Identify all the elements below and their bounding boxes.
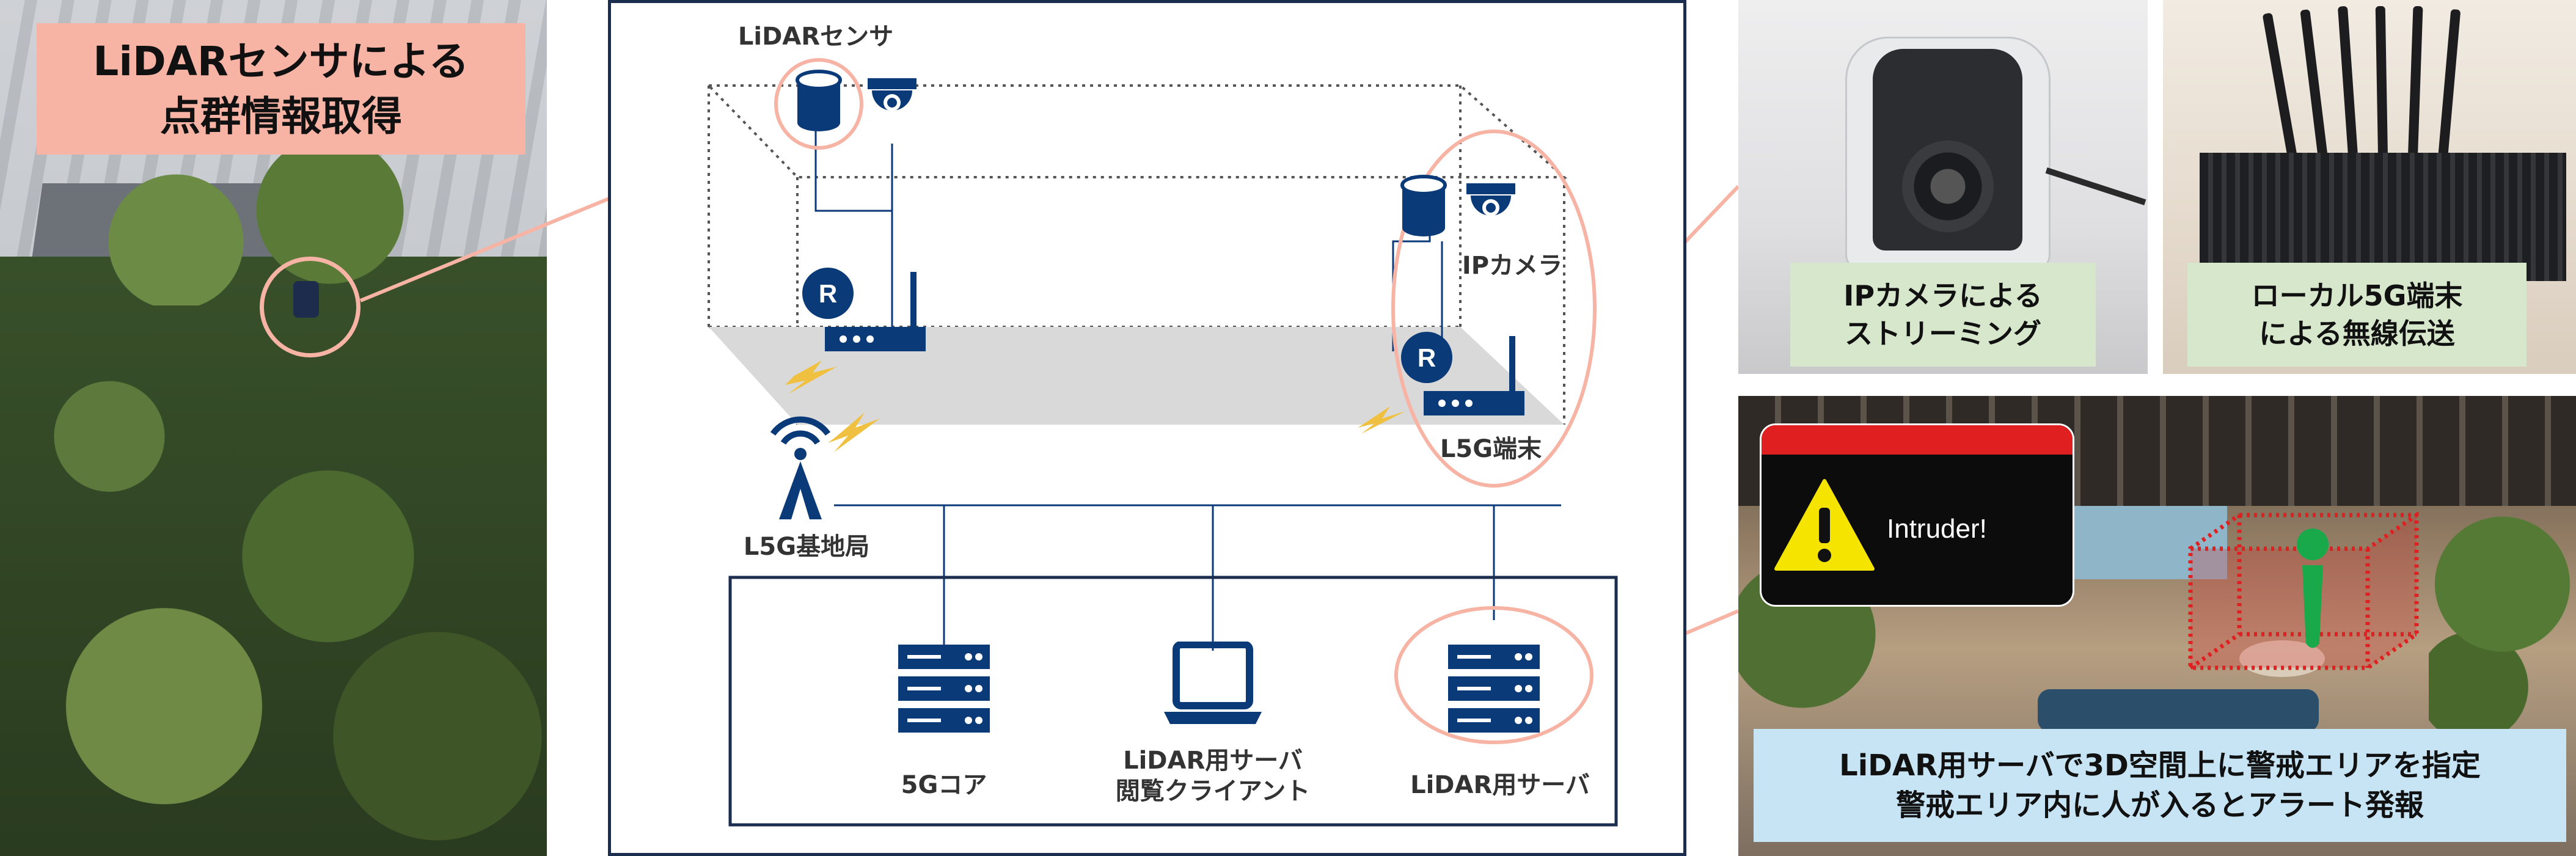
alert-caption: LiDAR用サーバで3D空間上に警戒エリアを指定 警戒エリア内に人が入るとアラー… xyxy=(1754,729,2566,842)
intruder-person-icon xyxy=(2297,529,2329,648)
signal-bolt xyxy=(828,412,880,452)
lidar-sensor-device xyxy=(293,281,319,318)
l5g-base-station-label: L5G基地局 xyxy=(743,533,870,561)
terminal-antenna xyxy=(2262,12,2300,171)
lidar-sensor-label: LiDARセンサ xyxy=(737,23,894,51)
router-icon: R xyxy=(802,268,926,351)
terminal-antenna xyxy=(2437,9,2461,169)
camera-lens xyxy=(1902,141,1994,232)
core-5g-label: 5Gコア xyxy=(901,771,987,799)
green-wall-top xyxy=(73,147,415,305)
svg-text:R: R xyxy=(1418,343,1436,372)
warning-icon xyxy=(1774,479,1875,571)
signal-bolt xyxy=(785,360,837,394)
ip-camera-caption: IPカメラによる ストリーミング xyxy=(1790,263,2096,367)
lidar-sensor-highlight xyxy=(260,257,360,357)
floor-plane xyxy=(709,327,1564,425)
lidar-server-label: LiDAR用サーバ xyxy=(1410,771,1590,799)
server-box xyxy=(728,576,1618,827)
alert-photo-panel: Intruder! LiDAR用サーバで3D空間上に警戒エリアを指定 警戒エリア… xyxy=(1738,396,2576,856)
l5g-terminal-photo-panel: ローカル5G端末 による無線伝送 xyxy=(2163,0,2576,374)
lidar-sensor-icon xyxy=(796,70,842,131)
terminal-antenna xyxy=(2375,5,2388,166)
l5g-terminal-circle xyxy=(1391,130,1597,488)
lidar-photo-caption: LiDARセンサによる 点群情報取得 xyxy=(37,23,525,155)
l5g-terminal-router-icon: R xyxy=(1401,332,1524,415)
terminal-antenna xyxy=(2337,5,2359,166)
signal-bolt xyxy=(1358,406,1405,434)
viewer-client-label: LiDAR用サーバ 閲覧クライアント xyxy=(1115,747,1311,805)
core-server-icon xyxy=(898,645,990,733)
terminal-antenna xyxy=(2300,9,2329,169)
network-diagram: LiDARセンサ R IPカメラ R L5G端末 L5G基地局 xyxy=(608,0,1686,856)
terminal-antenna xyxy=(2407,5,2423,166)
alert-zone xyxy=(2188,512,2419,670)
base-station-antenna-icon xyxy=(770,416,831,519)
lidar-sensor-circle xyxy=(774,58,863,150)
green-wall xyxy=(0,257,547,856)
lidar-sensor-icon-right xyxy=(1400,175,1447,236)
lidar-server-circle xyxy=(1394,606,1594,744)
lidar-server-icon xyxy=(1448,645,1540,733)
camera-cable xyxy=(2045,167,2146,206)
ip-camera-photo-panel: IPカメラによる ストリーミング xyxy=(1738,0,2148,374)
l5g-terminal-caption: ローカル5G端末 による無線伝送 xyxy=(2187,263,2527,367)
alert-text: Intruder! xyxy=(1887,514,1987,544)
dome-camera-icon xyxy=(868,78,917,111)
ip-camera-label: IPカメラ xyxy=(1462,252,1563,280)
sofa xyxy=(2038,689,2319,732)
plants-right xyxy=(2429,481,2576,738)
terminal-body xyxy=(2200,153,2566,281)
ip-camera-icon xyxy=(1466,183,1515,216)
lidar-photo-panel: LiDARセンサによる 点群情報取得 xyxy=(0,0,547,856)
svg-text:R: R xyxy=(819,279,837,308)
alert-popup: Intruder! xyxy=(1760,423,2074,607)
diagram-lines xyxy=(706,58,1618,827)
l5g-terminal-label: L5G端末 xyxy=(1440,435,1542,463)
alert-header xyxy=(1762,425,2073,455)
laptop-icon xyxy=(1164,642,1262,724)
